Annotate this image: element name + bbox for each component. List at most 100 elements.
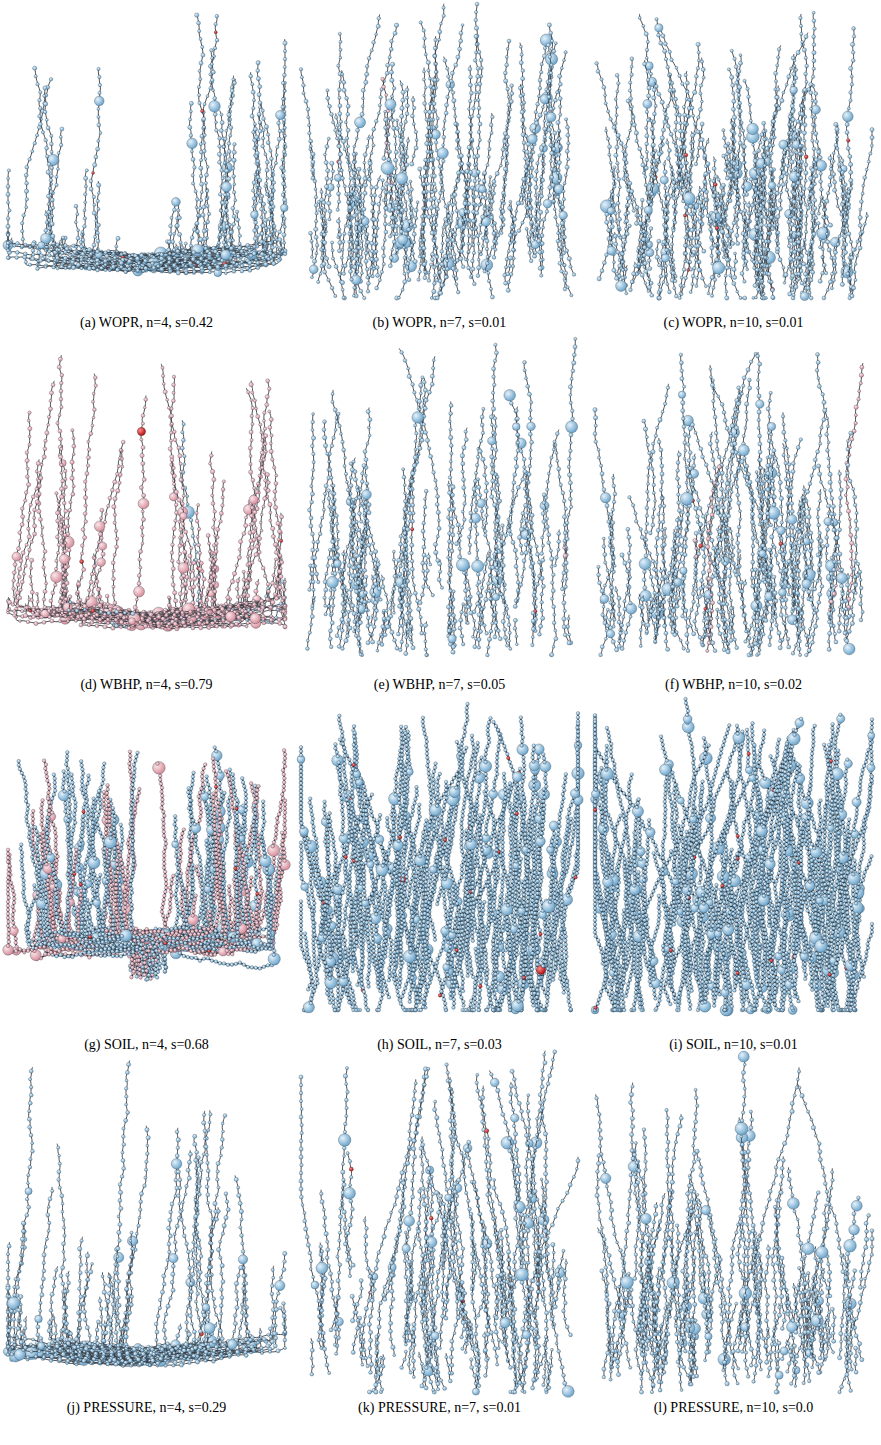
tree-node bbox=[6, 184, 10, 188]
tree-node bbox=[175, 259, 178, 262]
tree-node bbox=[283, 134, 286, 137]
tree-node bbox=[485, 261, 489, 265]
tree-node bbox=[181, 261, 184, 264]
tree-node bbox=[558, 105, 561, 108]
tree-node bbox=[270, 185, 274, 189]
tree-node bbox=[418, 270, 422, 274]
tree-node bbox=[47, 259, 51, 263]
tree-panel bbox=[299, 2, 575, 300]
tree-node bbox=[483, 270, 486, 273]
tree-node bbox=[269, 157, 273, 161]
tree-node bbox=[208, 252, 211, 255]
tree-node bbox=[88, 257, 91, 260]
tree-node bbox=[448, 87, 452, 91]
tree-node bbox=[281, 222, 284, 225]
tree-node bbox=[424, 53, 427, 56]
tree-node bbox=[215, 129, 219, 133]
tree-node bbox=[452, 98, 456, 102]
tree-node bbox=[177, 232, 181, 236]
tree-node bbox=[270, 214, 273, 217]
tree-node bbox=[55, 183, 58, 186]
tree-node bbox=[25, 206, 28, 209]
tree-node bbox=[85, 169, 88, 172]
tree-node bbox=[542, 226, 545, 229]
tree-node bbox=[405, 96, 408, 99]
tree-node bbox=[172, 208, 176, 212]
tree-node bbox=[43, 102, 47, 106]
tree-node bbox=[210, 48, 214, 52]
tree-node bbox=[441, 184, 444, 187]
tree-node bbox=[227, 177, 231, 181]
tree-node bbox=[283, 225, 286, 228]
tree-node bbox=[252, 107, 255, 110]
tree-node bbox=[268, 197, 272, 201]
tree-node bbox=[282, 73, 286, 77]
tree-node bbox=[6, 201, 9, 204]
tree-node bbox=[221, 201, 225, 205]
tree-node bbox=[257, 112, 261, 116]
tree-node bbox=[203, 142, 206, 145]
tree-node bbox=[269, 206, 273, 210]
tree-node bbox=[35, 134, 38, 137]
tree-node bbox=[229, 246, 233, 250]
tree-node bbox=[455, 283, 458, 286]
tree-node bbox=[450, 246, 453, 249]
tree-node bbox=[565, 249, 569, 253]
tree-node bbox=[220, 121, 224, 125]
tree-node bbox=[49, 142, 53, 146]
tree-node bbox=[184, 265, 187, 268]
tree-node bbox=[281, 97, 284, 100]
tree-node bbox=[488, 254, 491, 257]
tree-node bbox=[265, 182, 268, 185]
tree-node bbox=[28, 158, 31, 161]
tree-node bbox=[7, 169, 10, 172]
tree-node bbox=[212, 89, 215, 92]
tree-node bbox=[437, 199, 441, 203]
tree-node bbox=[271, 253, 275, 257]
tree-node bbox=[97, 107, 100, 110]
tree-node bbox=[225, 201, 228, 204]
tree-node bbox=[260, 216, 263, 219]
tree-node bbox=[49, 77, 53, 81]
tree-node bbox=[209, 101, 221, 113]
tree-node bbox=[25, 165, 29, 169]
tree-node bbox=[232, 261, 236, 265]
tree-node bbox=[213, 112, 217, 116]
tree-node bbox=[496, 234, 500, 238]
tree-node bbox=[127, 259, 131, 263]
tree-node bbox=[200, 252, 203, 255]
tree-node bbox=[257, 191, 260, 194]
tree-node bbox=[468, 83, 472, 87]
tree-node bbox=[426, 60, 430, 64]
tree-node bbox=[238, 242, 241, 245]
tree-node bbox=[87, 266, 91, 270]
tree-node bbox=[471, 267, 475, 271]
tree-node bbox=[487, 279, 490, 282]
tree-node bbox=[169, 224, 173, 228]
tree-node bbox=[96, 199, 100, 203]
tree-node bbox=[80, 258, 83, 261]
tree-node bbox=[160, 253, 164, 257]
tree-node bbox=[229, 97, 232, 100]
tree-node bbox=[95, 250, 99, 254]
tree-node bbox=[39, 91, 42, 94]
tree-node bbox=[38, 106, 42, 110]
tree-node bbox=[506, 288, 510, 292]
tree-node bbox=[376, 219, 379, 222]
tree-node bbox=[256, 77, 260, 81]
tree-node bbox=[202, 205, 206, 209]
tree-node bbox=[283, 241, 286, 244]
tree-node bbox=[15, 251, 19, 255]
tree-node bbox=[557, 160, 561, 164]
tree-node bbox=[401, 288, 404, 291]
tree-node bbox=[111, 265, 115, 269]
tree-node bbox=[203, 237, 207, 241]
tree-node bbox=[6, 217, 10, 221]
tree-node bbox=[283, 198, 287, 202]
tree-node bbox=[256, 233, 260, 237]
tree-node bbox=[442, 135, 446, 139]
tree-node bbox=[204, 259, 208, 263]
tree-node bbox=[31, 257, 35, 261]
tree-node bbox=[99, 132, 102, 135]
tree-node bbox=[80, 267, 83, 270]
